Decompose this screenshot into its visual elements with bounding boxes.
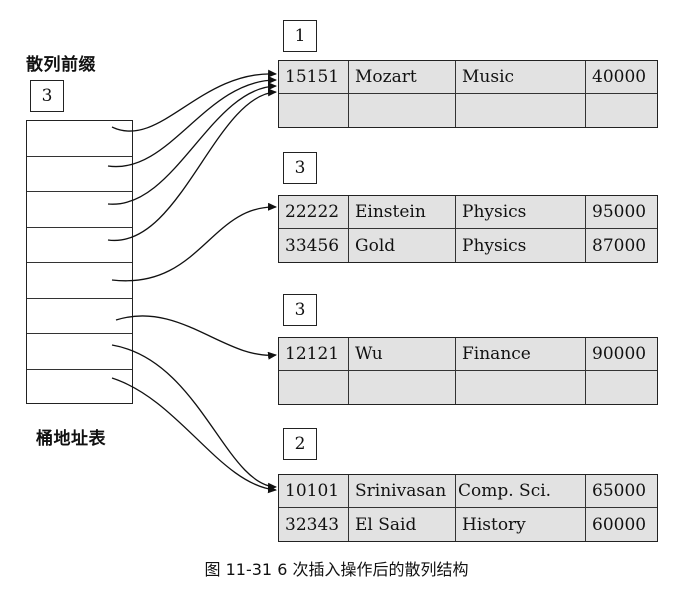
record-dept: Music (456, 61, 586, 93)
record-dept: Physics (456, 196, 586, 228)
record-dept (456, 371, 586, 404)
pointer-arrow-slot-5 (115, 315, 277, 360)
pointer-arrow-slot-7 (111, 377, 277, 494)
bucket-2: 22222 Einstein Physics 95000 33456 Gold … (278, 195, 658, 263)
record-id (279, 371, 349, 404)
directory-title: 散列前缀 (26, 55, 96, 75)
directory-slot (27, 121, 132, 157)
record-id: 15151 (279, 61, 349, 93)
record-name (349, 94, 456, 127)
pointer-arrow-slot-6 (111, 344, 277, 491)
record-salary: 90000 (592, 344, 647, 364)
record-id (279, 94, 349, 127)
pointer-arrow-slot-1 (107, 76, 277, 168)
pointer-arrow-slot-4 (111, 202, 277, 282)
record-name: Srinivasan (349, 475, 456, 507)
bucket-3-local-depth: 3 (283, 294, 317, 326)
table-row: 12121 Wu Finance 90000 (279, 338, 657, 371)
record-salary: 87000 (592, 235, 647, 256)
table-row: 33456 Gold Physics 87000 (279, 229, 657, 262)
pointer-arrow-slot-2 (107, 82, 277, 205)
table-row: 32343 El Said History 60000 (279, 508, 657, 541)
record-dept: Finance (456, 338, 586, 370)
directory-slot (27, 299, 132, 334)
table-row: 22222 Einstein Physics 95000 (279, 196, 657, 229)
bucket-3: 12121 Wu Finance 90000 (278, 337, 658, 405)
record-dept: Physics (456, 229, 586, 262)
pointer-arrow-slot-0 (111, 69, 277, 132)
directory-slot (27, 263, 132, 299)
table-row: 10101 Srinivasan Comp. Sci. 65000 (279, 475, 657, 508)
record-dept: Comp. Sci. (456, 475, 586, 507)
directory-slot (27, 334, 132, 370)
record-name: Einstein (349, 196, 456, 228)
record-dept: History (456, 508, 586, 541)
record-salary: 40000 (592, 67, 647, 87)
directory-label: 桶地址表 (36, 429, 106, 449)
record-dept (456, 94, 586, 127)
record-id: 12121 (279, 338, 349, 370)
figure-caption: 图 11-31 6 次插入操作后的散列结构 (204, 560, 469, 579)
bucket-4-local-depth: 2 (283, 428, 317, 460)
table-row (279, 371, 657, 404)
record-id: 32343 (279, 508, 349, 541)
directory-slot (27, 228, 132, 263)
bucket-address-table (26, 120, 133, 404)
directory-slot (27, 192, 132, 228)
record-salary: 65000 (592, 481, 647, 501)
record-name: El Said (349, 508, 456, 541)
record-salary: 95000 (592, 202, 647, 222)
table-row (279, 94, 657, 127)
record-name: Wu (349, 338, 456, 370)
record-id: 22222 (279, 196, 349, 228)
record-id: 10101 (279, 475, 349, 507)
directory-slot (27, 157, 132, 192)
bucket-2-local-depth: 3 (283, 152, 317, 184)
bucket-1: 15151 Mozart Music 40000 (278, 60, 658, 128)
record-name: Mozart (349, 61, 456, 93)
bucket-4: 10101 Srinivasan Comp. Sci. 65000 32343 … (278, 474, 658, 542)
record-id: 33456 (279, 229, 349, 262)
pointer-arrow-slot-3 (107, 88, 277, 241)
bucket-1-local-depth: 1 (283, 20, 317, 52)
global-depth-box: 3 (30, 80, 64, 112)
table-row: 15151 Mozart Music 40000 (279, 61, 657, 94)
record-name: Gold (349, 229, 456, 262)
record-name (349, 371, 456, 404)
record-salary: 60000 (592, 514, 647, 535)
